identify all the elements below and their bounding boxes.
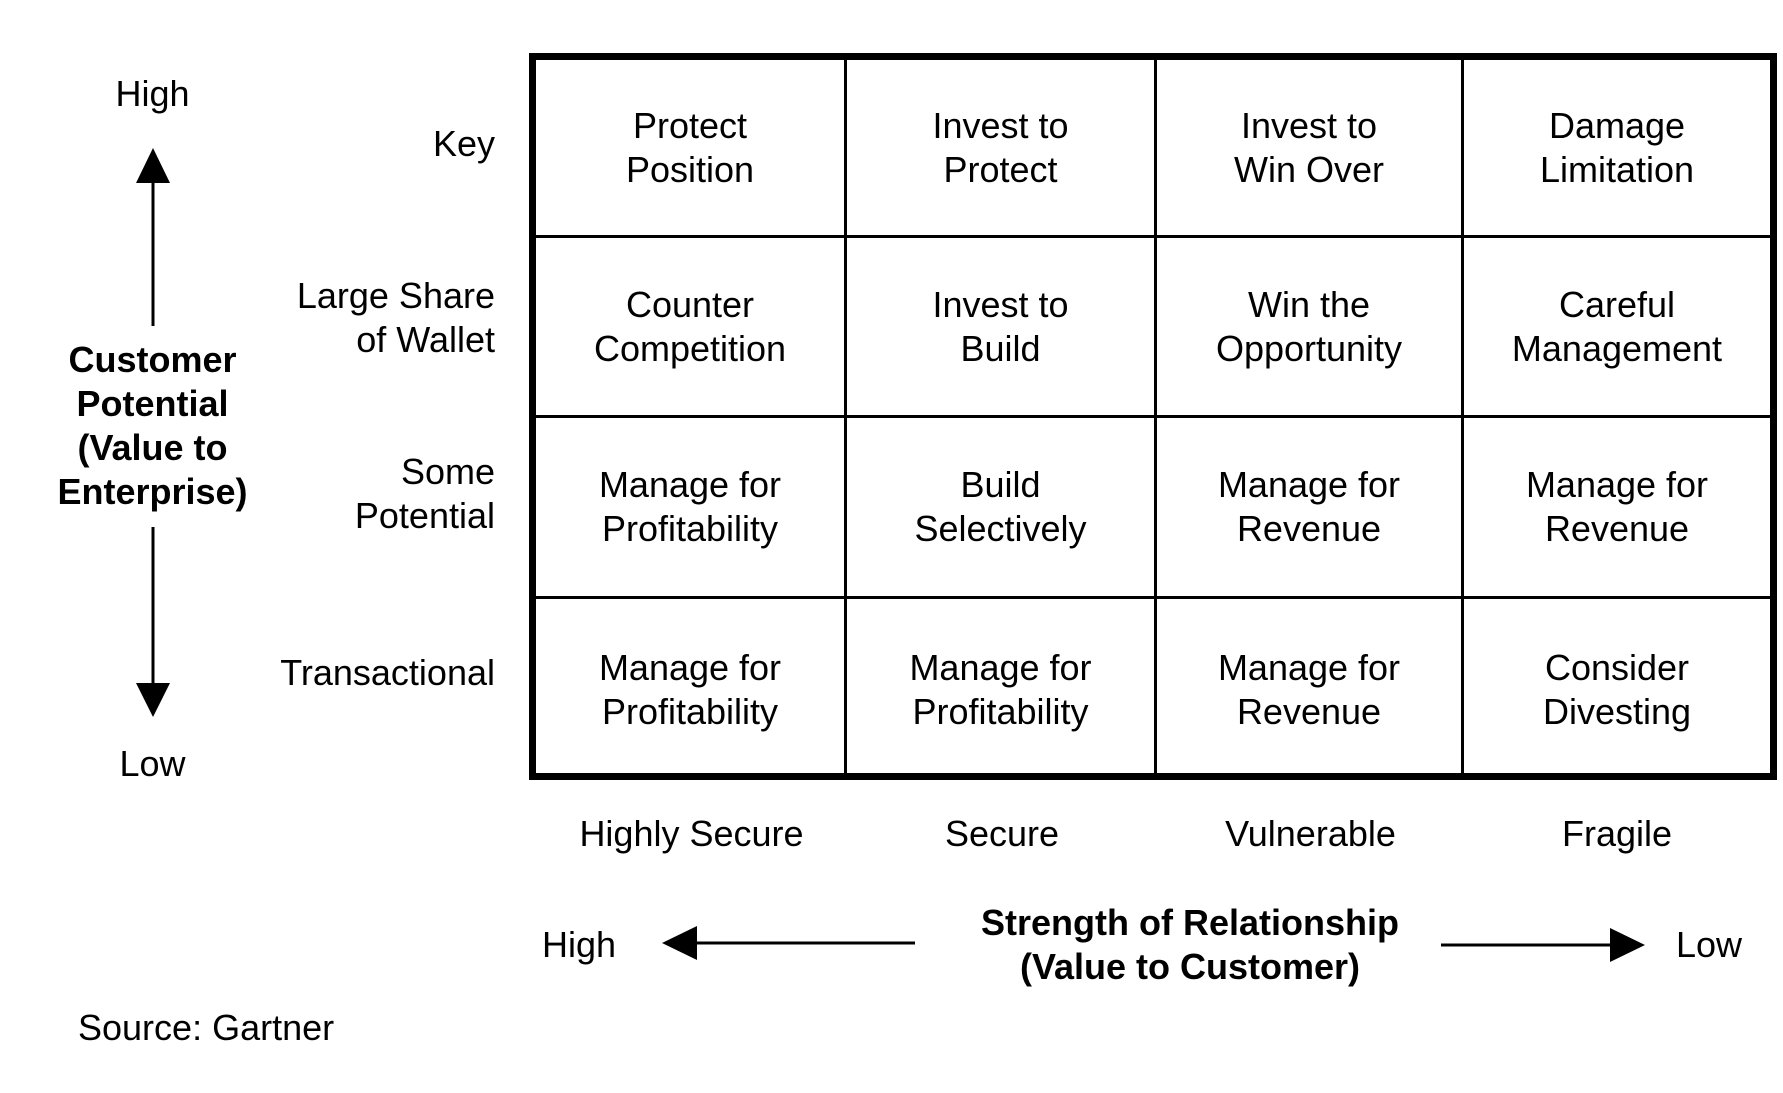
matrix-cell: Invest to Build: [847, 238, 1157, 418]
y-axis-title-line-1: Customer: [68, 339, 237, 380]
row-label-large-share-of-wallet: Large Share of Wallet: [296, 275, 495, 360]
matrix-cell: Manage for Profitability: [536, 418, 847, 599]
column-label-vulnerable: Vulnerable: [1225, 813, 1396, 854]
x-axis-high-label: High: [542, 924, 617, 965]
x-axis-low-label: Low: [1676, 924, 1743, 965]
matrix-cell: Damage Limitation: [1464, 60, 1770, 238]
x-axis-title-line-1: Strength of Relationship: [981, 902, 1399, 943]
matrix-cell: Consider Divesting: [1542, 646, 1692, 732]
y-axis-up-arrow-icon: [136, 148, 170, 326]
matrix-cell: Invest to Protect: [847, 60, 1157, 238]
matrix-cell: Careful Management: [1464, 238, 1770, 418]
matrix-cell: Counter Competition: [536, 238, 847, 418]
x-axis-left-arrow-icon: [662, 926, 915, 960]
matrix-cell: Manage for Revenue: [1157, 599, 1464, 780]
matrix-cell: Manage for Revenue: [1157, 418, 1464, 599]
column-label-highly-secure: Highly Secure: [579, 813, 804, 854]
y-axis-high-label: High: [115, 73, 190, 114]
matrix-cell: Win the Opportunity: [1157, 238, 1464, 418]
matrix-cell: Build Selectively: [847, 418, 1157, 599]
y-axis-title: Customer Potential (Value to Enterprise): [30, 338, 275, 514]
strategy-matrix: Protect Position Invest to Protect Inves…: [529, 53, 1777, 780]
x-axis-title-line-2: (Value to Customer): [1019, 946, 1361, 987]
x-axis-right-arrow-icon: [1441, 928, 1645, 962]
matrix-cell: Manage for Profitability: [847, 599, 1157, 780]
row-label-transactional: Transactional: [280, 652, 495, 693]
x-axis-title: Strength of Relationship (Value to Custo…: [910, 901, 1470, 989]
y-axis-title-line-4: Enterprise): [57, 471, 248, 512]
matrix-cell: Manage for Revenue: [1464, 418, 1770, 599]
y-axis-title-line-3: (Value to: [77, 427, 228, 468]
matrix-cell: Protect Position: [536, 60, 847, 238]
y-axis-down-arrow-icon: [136, 527, 170, 717]
column-label-secure: Secure: [944, 813, 1060, 854]
y-axis-title-line-2: Potential: [76, 383, 229, 424]
row-label-key: Key: [432, 123, 495, 164]
column-label-fragile: Fragile: [1561, 813, 1673, 854]
matrix-cell: Invest to Win Over: [1157, 60, 1464, 238]
source-note: Source: Gartner: [78, 1007, 335, 1048]
row-label-some-potential: Some Potential: [354, 451, 495, 536]
y-axis-low-label: Low: [119, 743, 186, 784]
matrix-cell: Manage for Profitability: [536, 599, 847, 780]
